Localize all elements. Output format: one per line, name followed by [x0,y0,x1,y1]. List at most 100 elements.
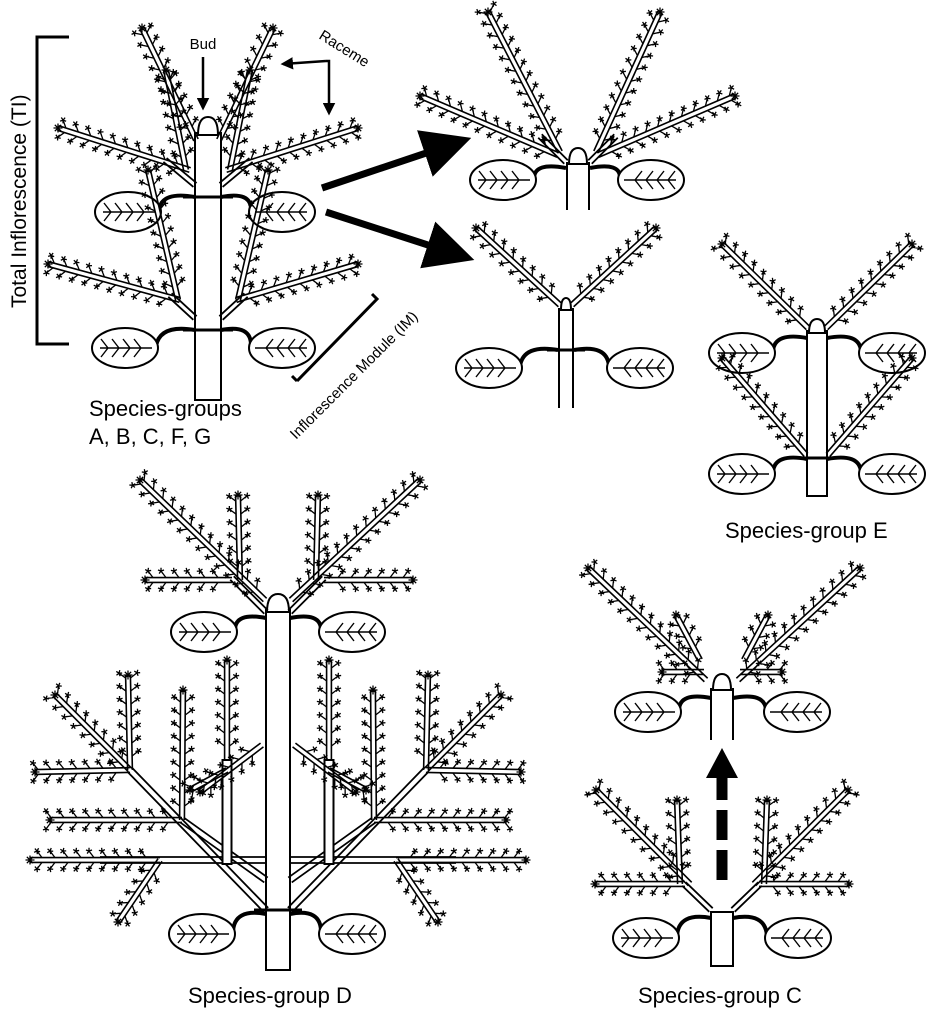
raceme-stalk [675,800,683,884]
raceme-stalk [314,495,321,580]
leaf [827,454,925,494]
raceme [43,683,132,772]
raceme-stalk [594,11,662,153]
petiole [290,617,321,631]
raceme-flowers [414,670,440,756]
raceme-stalk [47,262,180,303]
raceme-flowers [249,254,363,307]
raceme [570,221,662,307]
leaf [92,328,195,368]
leaf [574,348,673,388]
species-group-c-label: Species-group C [638,983,802,1008]
leaf [733,917,831,958]
leaf [709,454,807,494]
raceme [665,796,691,885]
leaf [221,328,315,368]
raceme-stalk [324,578,413,583]
stem [325,760,334,864]
raceme-stalk [394,859,440,924]
stem [266,610,290,970]
raceme [736,561,866,682]
raceme-flowers [141,568,219,592]
raceme-stalk [57,126,190,173]
raceme [414,670,440,770]
arrow-to-top-module [322,141,462,188]
peduncle [168,293,196,320]
raceme-flowers [43,808,168,832]
raceme-flowers [743,561,866,677]
raceme-stalk [217,27,275,141]
bud [561,298,571,310]
raceme-stalk [50,818,182,823]
raceme-stalk [236,495,243,580]
dashed-arrow-c-head [706,748,738,778]
stem [807,331,827,496]
raceme-stalk [396,858,526,863]
raceme-stalk [595,882,685,887]
raceme-flowers [116,670,141,756]
raceme-stalk [824,242,913,329]
raceme-flowers [26,848,147,872]
raceme-arrow-down [326,61,329,113]
raceme-stalk [327,660,332,760]
raceme-arrow-left [283,61,326,64]
leaf [613,917,711,958]
raceme-flowers [388,808,513,832]
raceme-stalk [145,578,232,583]
raceme-stalk [180,690,186,820]
bud-label: Bud [190,36,217,53]
raceme-stalk [736,566,861,682]
leaf [171,612,266,652]
raceme-label: Raceme [316,27,372,71]
raceme-flowers [317,656,341,747]
species-groups-label-line2: A, B, C, F, G [89,424,211,449]
raceme [324,568,418,592]
raceme-flowers [430,683,513,766]
raceme [43,253,180,307]
petiole [233,913,266,932]
bud [713,674,731,690]
raceme-stalk [740,670,782,675]
peduncle [731,882,761,912]
raceme-stalk [235,262,358,303]
raceme-flowers [470,221,555,302]
petiole [679,697,711,711]
raceme-flowers [577,221,663,302]
raceme [824,233,923,330]
bud [267,594,289,612]
stem [223,760,232,864]
plant-species-group-c-upper [579,559,866,740]
raceme [668,611,702,662]
raceme-flowers [43,683,126,766]
raceme-stalk [424,693,502,771]
plant-species-group-e [709,233,925,496]
raceme-flowers [593,8,669,142]
arrow-to-reduced-module [326,212,465,257]
petiole [534,166,566,178]
raceme-stalk [30,858,160,863]
raceme-flowers [43,253,167,307]
bud [569,148,587,164]
raceme-flowers [711,233,804,324]
raceme-flowers [579,559,701,677]
raceme-stalk [374,818,506,823]
bud [809,319,825,333]
total-inflorescence-bracket [37,37,69,344]
leaf [221,192,315,232]
leaf [590,160,684,200]
raceme-flowers [215,656,239,747]
petiole [677,917,711,936]
petiole [590,166,620,178]
petiole [733,697,766,711]
total-inflorescence-label: Total Inflorescence (TI) [8,94,31,308]
raceme [579,559,708,682]
raceme [317,656,341,761]
raceme-flowers [410,848,531,872]
stem [711,912,733,966]
raceme [740,660,788,684]
raceme [753,796,780,885]
raceme [116,670,141,770]
peduncle [219,293,247,320]
raceme [304,491,330,581]
raceme-flowers [440,759,526,784]
